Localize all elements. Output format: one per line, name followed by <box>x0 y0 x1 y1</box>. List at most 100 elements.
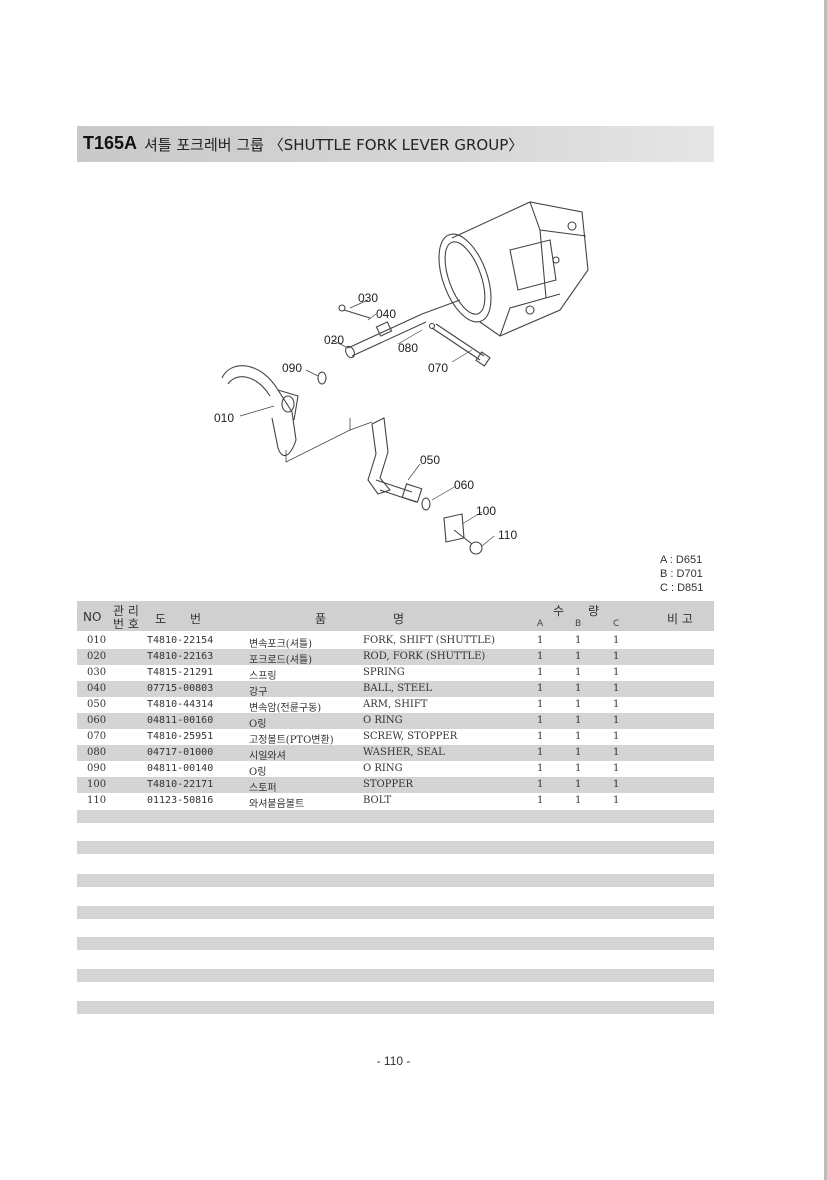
row-korean-name: 변속암(전륜구동) <box>249 703 322 714</box>
callout-060: 060 <box>454 478 474 492</box>
row-part-number: T4810-22154 <box>147 635 214 646</box>
callout-110: 110 <box>498 528 517 542</box>
table-row: 030 T4815-21291 스프링 SPRING 1 1 1 <box>77 665 714 682</box>
table-row: 080 04717-01000 시일와셔 WASHER, SEAL 1 1 1 <box>77 745 714 762</box>
row-qty-b: 1 <box>575 731 582 742</box>
row-part-number: 01123-50816 <box>147 795 214 806</box>
fork-rod-drawing <box>345 299 461 359</box>
parts-table-body: 010 T4810-22154 변속포크(셔틀) FORK, SHIFT (SH… <box>77 633 714 810</box>
transmission-housing-drawing <box>438 201 589 337</box>
row-part-number: T4810-44314 <box>147 699 214 710</box>
row-qty-c: 1 <box>613 635 620 646</box>
row-qty-b: 1 <box>575 795 582 806</box>
row-qty-b: 1 <box>575 667 582 678</box>
row-korean-name: 와셔붙음볼트 <box>249 799 305 810</box>
empty-row-stripe <box>77 874 714 887</box>
callout-080: 080 <box>398 341 418 355</box>
row-english-name: O RING <box>363 715 403 726</box>
row-qty-b: 1 <box>575 651 582 662</box>
row-qty-b: 1 <box>575 699 582 710</box>
callout-070: 070 <box>428 361 448 375</box>
row-part-number: 07715-00803 <box>147 683 214 694</box>
callout-050: 050 <box>420 453 440 467</box>
row-korean-name: 시일와셔 <box>249 751 286 762</box>
page-edge <box>824 0 827 1180</box>
row-qty-a: 1 <box>537 731 544 742</box>
table-row: 070 T4810-25951 고정볼트(PTO변환) SCREW, STOPP… <box>77 729 714 746</box>
row-qty-a: 1 <box>537 635 544 646</box>
row-qty-c: 1 <box>613 747 620 758</box>
row-qty-a: 1 <box>537 715 544 726</box>
model-legend: A : D651 B : D701 C : D851 <box>660 553 703 595</box>
row-english-name: ARM, SHIFT <box>363 699 428 710</box>
row-no: 060 <box>87 715 107 726</box>
row-qty-b: 1 <box>575 635 582 646</box>
callout-030: 030 <box>358 291 378 305</box>
empty-row-stripe <box>77 937 714 950</box>
shift-arm-drawing <box>367 417 423 503</box>
row-qty-c: 1 <box>613 699 620 710</box>
row-no: 070 <box>87 731 107 742</box>
row-english-name: SPRING <box>363 667 405 678</box>
table-row: 110 01123-50816 와셔붙음볼트 BOLT 1 1 1 <box>77 793 714 810</box>
row-no: 110 <box>87 795 107 806</box>
row-korean-name: 스프링 <box>249 671 277 682</box>
header-name-b: 명 <box>393 612 405 626</box>
row-english-name: O RING <box>363 763 403 774</box>
shift-fork-drawing <box>221 365 299 457</box>
header-no: NO <box>83 610 102 624</box>
row-korean-name: 스토퍼 <box>249 783 277 794</box>
row-qty-c: 1 <box>613 715 620 726</box>
empty-row-stripe <box>77 1001 714 1014</box>
row-part-number: T4815-21291 <box>147 667 214 678</box>
callout-100: 100 <box>476 504 496 518</box>
row-part-number: 04811-00140 <box>147 763 214 774</box>
callout-010: 010 <box>214 411 234 425</box>
header-remarks: 비 고 <box>667 612 693 626</box>
row-part-number: 04717-01000 <box>147 747 214 758</box>
row-english-name: SCREW, STOPPER <box>363 731 458 742</box>
empty-row-stripe <box>77 841 714 854</box>
header-name-a: 품 <box>315 612 327 626</box>
row-korean-name: 강구 <box>249 687 268 698</box>
page-number: - 110 - <box>376 1054 411 1068</box>
row-part-number: T4810-22163 <box>147 651 214 662</box>
row-qty-c: 1 <box>613 667 620 678</box>
row-qty-a: 1 <box>537 667 544 678</box>
title-bar <box>77 126 714 162</box>
row-no: 080 <box>87 747 107 758</box>
row-qty-a: 1 <box>537 683 544 694</box>
table-row: 090 04811-00140 O링 O RING 1 1 1 <box>77 761 714 778</box>
table-row: 010 T4810-22154 변속포크(셔틀) FORK, SHIFT (SH… <box>77 633 714 650</box>
empty-row-stripe <box>77 906 714 919</box>
row-korean-name: 변속포크(셔틀) <box>249 639 313 650</box>
group-title: 셔틀 포크레버 그룹 〈SHUTTLE FORK LEVER GROUP〉 <box>144 136 524 154</box>
row-korean-name: O링 <box>249 767 267 778</box>
header-mgmt-top: 관 리 <box>113 604 139 618</box>
row-qty-c: 1 <box>613 651 620 662</box>
row-qty-b: 1 <box>575 747 582 758</box>
row-qty-c: 1 <box>613 779 620 790</box>
row-qty-a: 1 <box>537 763 544 774</box>
header-mgmt-bottom: 번 호 <box>113 617 139 631</box>
header-qty-a: A <box>537 619 544 629</box>
group-code: T165A <box>83 133 138 153</box>
row-no: 090 <box>87 763 107 774</box>
header-part-no: 도 번 <box>155 612 202 626</box>
row-qty-b: 1 <box>575 763 582 774</box>
table-row: 040 07715-00803 강구 BALL, STEEL 1 1 1 <box>77 681 714 698</box>
row-no: 040 <box>87 683 107 694</box>
model-c: C : D851 <box>660 582 704 594</box>
row-qty-a: 1 <box>537 699 544 710</box>
table-row: 020 T4810-22163 포크로드(셔틀) ROD, FORK (SHUT… <box>77 649 714 666</box>
row-no: 030 <box>87 667 107 678</box>
row-english-name: FORK, SHIFT (SHUTTLE) <box>363 635 496 646</box>
row-no: 050 <box>87 699 107 710</box>
callout-020: 020 <box>324 333 344 347</box>
row-part-number: T4810-25951 <box>147 731 214 742</box>
row-english-name: BALL, STEEL <box>363 683 432 694</box>
header-qty-c: C <box>613 619 620 629</box>
model-a: A : D651 <box>660 554 703 566</box>
row-korean-name: 포크로드(셔틀) <box>249 655 313 666</box>
row-qty-a: 1 <box>537 795 544 806</box>
